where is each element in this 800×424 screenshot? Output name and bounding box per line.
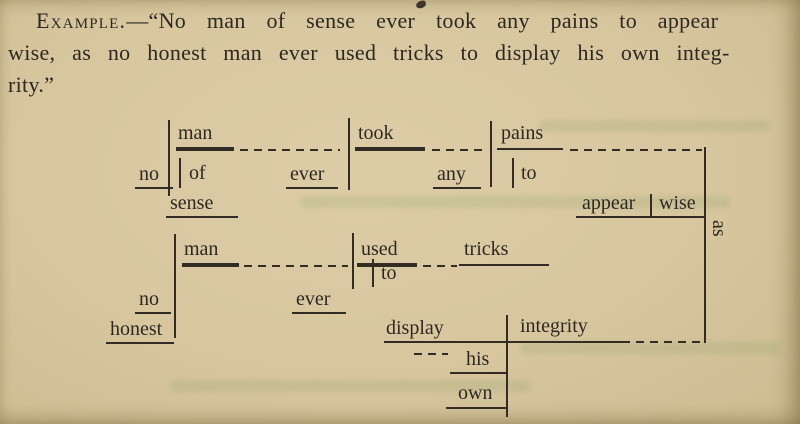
clause2-inf-to: to — [381, 262, 397, 284]
clause2-subject-verb-dash — [244, 265, 348, 267]
conjunction-word: as — [708, 220, 730, 237]
clause2-det-rule — [135, 312, 171, 314]
clause1-det: no — [139, 163, 159, 185]
clause2-subject: man — [184, 238, 219, 260]
clause2-subject-rule — [182, 263, 239, 267]
clause1-subject-verb-divider — [348, 118, 350, 190]
clause1-verb-object-dash — [432, 149, 484, 151]
clause1-prep-object-rule — [166, 216, 238, 218]
clause1-object: pains — [501, 122, 544, 144]
clause2-verb-rule — [357, 263, 417, 267]
clause2-poss-dash — [414, 353, 448, 355]
clause1-subject-verb-dash — [240, 149, 340, 151]
clause1-adverb: ever — [290, 163, 325, 185]
clause1-object-rule — [497, 148, 563, 150]
clause1-prep-tick — [179, 158, 181, 188]
show-through-mark — [520, 342, 780, 354]
clause2-object: tricks — [464, 238, 509, 260]
clause1-verb-object-divider — [490, 121, 492, 187]
clause1-inf-to: to — [521, 162, 537, 184]
conjunction-line — [704, 147, 706, 343]
clause1-subject-rule — [176, 147, 234, 151]
clause2-inf-verb: display — [386, 317, 444, 339]
clause2-inf-object-tick — [506, 315, 508, 343]
clause2-modifier-divider — [506, 341, 508, 417]
clause2-adj2: own — [458, 382, 493, 404]
clause1-complement: wise — [659, 192, 696, 214]
clause1-verb-rule — [355, 147, 425, 151]
clause2-adj2-rule — [446, 407, 506, 409]
clause1-left-divider — [168, 120, 170, 196]
clause1-object-det-rule — [433, 187, 481, 189]
clause2-det: no — [139, 288, 159, 310]
clause1-det-rule — [135, 187, 173, 189]
clause1-prep: of — [189, 162, 206, 184]
paragraph-line-1: Example.—“No man of sense ever took any … — [36, 8, 718, 34]
clause2-adverb: ever — [296, 288, 331, 310]
paragraph-line-3: rity.” — [8, 72, 55, 97]
clause2-adj-rule — [106, 342, 174, 344]
clause2-verb-object-dash — [423, 265, 457, 267]
clause1-adverb-rule — [286, 187, 338, 189]
clause2-poss: his — [466, 348, 490, 370]
clause1-inf-base-rule — [576, 216, 704, 218]
clause2-connector-dash — [636, 341, 702, 343]
clause2-inf-to-tick — [372, 259, 374, 287]
clause2-subject-verb-divider — [352, 233, 354, 289]
clause1-inf-to-tick — [512, 158, 514, 188]
paragraph-line-1-text: —“No man of sense ever took any pains to… — [126, 8, 719, 33]
clause2-verb: used — [361, 238, 398, 260]
clause1-subject: man — [178, 122, 213, 144]
clause2-poss-rule — [450, 372, 506, 374]
clause1-object-det: any — [437, 163, 466, 185]
show-through-mark — [540, 120, 770, 132]
clause2-adj: honest — [110, 318, 163, 340]
paragraph-line-2: wise, as no honest man ever used tricks … — [8, 40, 730, 65]
clause1-inf-verb: appear — [582, 192, 636, 214]
clause2-inf-object: integrity — [520, 315, 588, 337]
clause2-adverb-rule — [292, 312, 346, 314]
clause1-verb: took — [358, 122, 394, 144]
clause1-connector-dash — [570, 149, 702, 151]
clause2-object-rule — [459, 264, 549, 266]
example-label: Example. — [36, 8, 127, 33]
clause2-left-divider — [174, 234, 176, 338]
clause1-prep-object: sense — [170, 192, 214, 214]
clause1-complement-tick — [650, 194, 652, 218]
